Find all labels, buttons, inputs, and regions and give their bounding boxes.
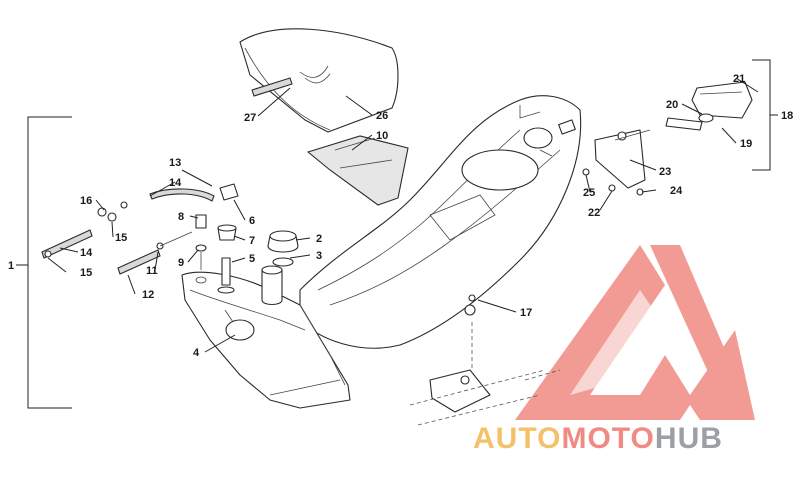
watermark-word-hub: HUB xyxy=(655,422,723,455)
lower-mount xyxy=(409,294,561,426)
callout-14b: 14 xyxy=(80,247,93,259)
callout-9: 9 xyxy=(178,257,184,269)
callout-5: 5 xyxy=(249,253,255,265)
callout-13: 13 xyxy=(169,157,181,169)
callout-22: 22 xyxy=(588,207,600,219)
callout-7: 7 xyxy=(249,235,255,247)
callout-15a: 15 xyxy=(115,232,127,244)
callout-1: 1 xyxy=(8,260,14,272)
callout-23: 23 xyxy=(659,166,671,178)
callout-24: 24 xyxy=(670,185,683,197)
watermark-word-moto: MOTO xyxy=(561,422,654,455)
bracket-18 xyxy=(752,59,778,171)
fuel-lines xyxy=(41,188,215,275)
callout-8: 8 xyxy=(178,211,184,223)
watermark-word-auto: AUTO xyxy=(473,422,561,455)
callout-27: 27 xyxy=(244,112,256,124)
foam-pad xyxy=(306,135,409,206)
fuel-tank xyxy=(181,271,351,409)
svg-text:AUTOMOTOHUB: AUTOMOTOHUB xyxy=(473,422,723,455)
watermark-wordmark: AUTOMOTOHUB xyxy=(473,422,723,455)
callout-17: 17 xyxy=(520,307,532,319)
callout-2: 2 xyxy=(316,233,322,245)
leader-lines xyxy=(47,77,759,353)
callout-12: 12 xyxy=(142,289,154,301)
seat-body xyxy=(299,95,582,349)
callout-19: 19 xyxy=(740,138,752,150)
callout-11: 11 xyxy=(146,265,158,277)
callout-16: 16 xyxy=(80,195,92,207)
callout-20: 20 xyxy=(666,99,678,111)
callout-10: 10 xyxy=(376,130,388,142)
filler-neck xyxy=(261,230,299,306)
callout-4: 4 xyxy=(193,347,200,359)
callout-3: 3 xyxy=(316,250,322,262)
callout-18: 18 xyxy=(781,110,793,122)
callout-25: 25 xyxy=(583,187,595,199)
watermark-logo xyxy=(515,245,755,420)
callout-labels: 1 2 3 4 5 6 7 8 9 10 11 12 13 14 14 15 1… xyxy=(8,73,793,359)
bracket-1 xyxy=(16,116,72,409)
callout-21: 21 xyxy=(733,73,745,85)
callout-26: 26 xyxy=(376,110,388,122)
callout-14a: 14 xyxy=(169,177,182,189)
tail-light xyxy=(582,81,753,196)
callout-15b: 15 xyxy=(80,267,92,279)
callout-6: 6 xyxy=(249,215,255,227)
fittings xyxy=(195,183,239,294)
seat-cover xyxy=(239,28,399,133)
